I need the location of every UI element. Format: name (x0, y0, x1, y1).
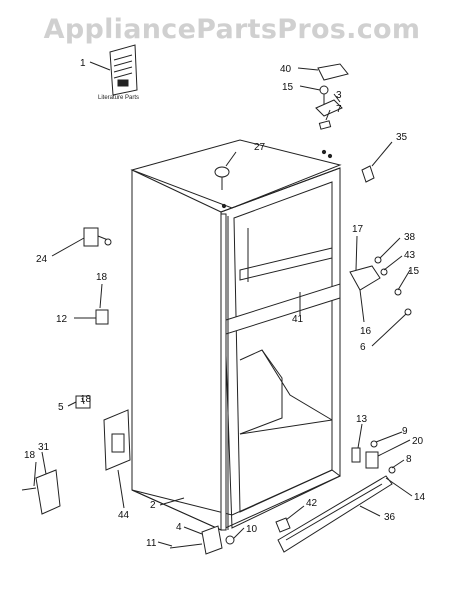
watermark-text: AppliancePartsPros.com (43, 14, 421, 45)
callout-17: 17 (352, 224, 364, 235)
callout-18a: 18 (96, 272, 108, 283)
callout-8: 8 (406, 454, 412, 465)
fresh-food-liner-floor (262, 350, 332, 420)
divider-rail (226, 284, 340, 334)
center-hinge-part (350, 256, 412, 316)
callout-16: 16 (360, 326, 372, 337)
callout-15b: 15 (408, 266, 420, 277)
top-hole-1 (221, 203, 227, 209)
callout-27: 27 (254, 142, 266, 153)
callout-24: 24 (36, 254, 48, 265)
callout-15a: 15 (282, 82, 294, 93)
callout-1: 1 (80, 58, 86, 69)
callout-10: 10 (246, 524, 258, 535)
callout-31: 31 (38, 442, 50, 453)
callout-36: 36 (384, 512, 396, 523)
fresh-food-liner (240, 350, 282, 434)
callout-40: 40 (280, 64, 292, 75)
callout-3: 3 (336, 90, 342, 101)
leader-lines (34, 62, 412, 546)
top-hinge-part (316, 85, 342, 129)
cabinet-top (132, 140, 340, 208)
bottom-right-hinge (352, 440, 396, 474)
callout-2: 2 (150, 500, 156, 511)
callout-14: 14 (414, 492, 426, 503)
callout-7: 7 (336, 104, 342, 115)
cabinet-bottom (132, 470, 340, 530)
literature-caption: Literature Parts (98, 95, 140, 101)
literature-card-part (110, 45, 137, 95)
front-strip (221, 214, 226, 530)
bottom-roller-part (170, 526, 235, 554)
callout-44: 44 (118, 510, 130, 521)
callout-42: 42 (306, 498, 318, 509)
bottom-left-hinge (22, 396, 130, 514)
callout-18c: 18 (24, 450, 36, 461)
part-24-bracket (84, 228, 112, 246)
callout-5: 5 (58, 402, 64, 413)
callout-38: 38 (404, 232, 416, 243)
cabinet-left-side (132, 170, 221, 530)
upper-rail (240, 248, 332, 280)
callout-13: 13 (356, 414, 368, 425)
part-35-bracket (362, 166, 374, 182)
callout-20: 20 (412, 436, 424, 447)
callout-43: 43 (404, 250, 416, 261)
part-27-knob (215, 167, 229, 190)
callout-9: 9 (402, 426, 408, 437)
callout-4: 4 (176, 522, 182, 533)
cabinet-front-inner (234, 182, 332, 512)
part-42-clip (276, 518, 290, 532)
part-40-cap (318, 64, 348, 80)
top-hole-2 (327, 153, 333, 159)
part-12-hinge (90, 310, 108, 324)
callout-35: 35 (396, 132, 408, 143)
callout-18b: 18 (80, 394, 92, 405)
toe-grille-slot (286, 484, 382, 540)
callout-41: 41 (292, 314, 304, 325)
callout-11: 11 (146, 538, 157, 549)
callout-12: 12 (56, 314, 68, 325)
liner-bottom (240, 420, 332, 434)
top-hole-3 (321, 149, 327, 155)
callout-6: 6 (360, 342, 366, 353)
